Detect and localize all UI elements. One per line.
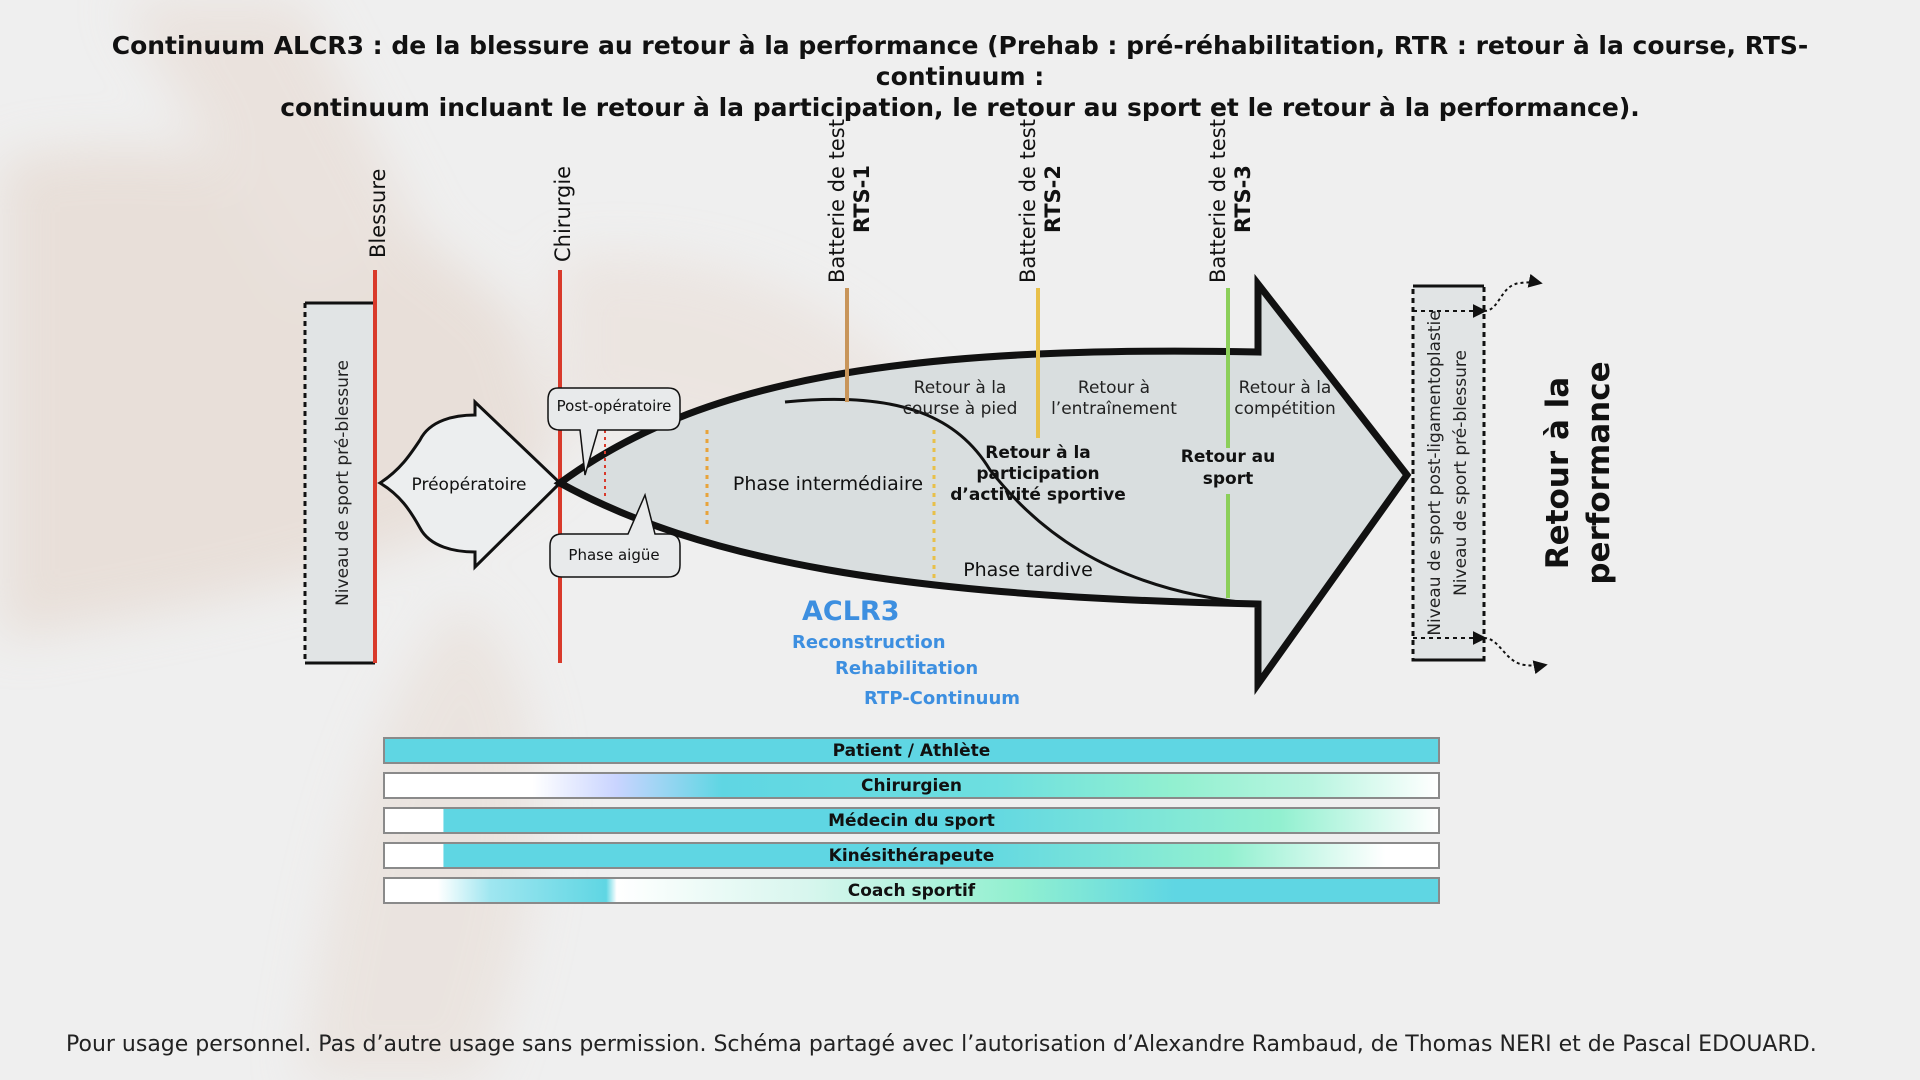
aclr3-block: ACLR3 Reconstruction Rehabilitation RTP-… bbox=[792, 596, 1020, 709]
title-line-2: continuum incluant le retour à la partic… bbox=[280, 93, 1640, 122]
preop-arrow: Préopératoire bbox=[377, 398, 563, 571]
return-competition-label: Retour à la compétition bbox=[1234, 378, 1336, 419]
injury-label: Blessure bbox=[366, 169, 390, 258]
svg-text:Retour à la: Retour à la bbox=[914, 378, 1007, 398]
right-pre-injury-level-label: Niveau de sport pré-blessure bbox=[1451, 350, 1471, 596]
svg-text:RTS-3: RTS-3 bbox=[1231, 165, 1255, 233]
intermediate-phase-label: Phase intermédiaire bbox=[733, 473, 923, 495]
upper-dotted-arrow bbox=[1483, 273, 1543, 312]
svg-text:course à pied: course à pied bbox=[903, 399, 1018, 419]
continuum-arrow bbox=[553, 273, 1412, 695]
return-training-label: Retour à l’entraînement bbox=[1051, 378, 1177, 419]
svg-text:Retour à: Retour à bbox=[1078, 378, 1150, 398]
acute-callout: Phase aigüe bbox=[549, 492, 681, 578]
role-bar-physio: Kinésithérapeute bbox=[383, 842, 1440, 869]
return-sport-label: Retour au sport bbox=[1181, 447, 1275, 489]
role-label-surgeon: Chirurgien bbox=[861, 776, 962, 796]
svg-text:Batterie de test: Batterie de test bbox=[1206, 119, 1230, 283]
return-performance-label: Retour à la performance bbox=[1540, 361, 1617, 584]
role-bar-sport-physician: Médecin du sport bbox=[383, 807, 1440, 834]
svg-text:participation: participation bbox=[976, 464, 1099, 484]
svg-text:performance: performance bbox=[1581, 361, 1617, 584]
title-line-1: Continuum ALCR3 : de la blessure au reto… bbox=[111, 31, 1809, 91]
phase-divider-curve bbox=[784, 397, 1259, 606]
return-participation-label: Retour à la participation d’activité spo… bbox=[950, 443, 1126, 505]
late-phase-label: Phase tardive bbox=[963, 559, 1093, 581]
role-bar-patient: Patient / Athlète bbox=[383, 737, 1440, 764]
aclr3-title: ACLR3 bbox=[802, 596, 900, 627]
post-ligamentoplasty-level-label: Niveau de sport post-ligamentoplastie bbox=[1425, 310, 1445, 635]
pre-injury-level-box: Niveau de sport pré-blessure bbox=[303, 301, 375, 665]
role-label-physio: Kinésithérapeute bbox=[828, 846, 995, 866]
rts3-label: Batterie de test RTS-3 bbox=[1206, 119, 1255, 283]
surgery-label: Chirurgie bbox=[551, 166, 575, 262]
postop-callout: Post-opératoire bbox=[547, 387, 681, 476]
rts2-label: Batterie de test RTS-2 bbox=[1016, 119, 1065, 283]
svg-text:sport: sport bbox=[1203, 469, 1253, 489]
aclr3-rtp-continuum: RTP-Continuum bbox=[864, 688, 1020, 709]
svg-text:Retour à la: Retour à la bbox=[1540, 377, 1576, 569]
svg-text:Retour à la: Retour à la bbox=[1239, 378, 1332, 398]
svg-text:l’entraînement: l’entraînement bbox=[1051, 399, 1177, 419]
page-title: Continuum ALCR3 : de la blessure au reto… bbox=[60, 30, 1860, 123]
svg-text:d’activité sportive: d’activité sportive bbox=[950, 485, 1126, 505]
post-surgery-level-box: Niveau de sport post-ligamentoplastie Ni… bbox=[1411, 273, 1548, 675]
aclr3-reconstruction: Reconstruction bbox=[792, 632, 946, 653]
svg-text:Retour à la: Retour à la bbox=[985, 443, 1091, 463]
footer-note: Pour usage personnel. Pas d’autre usage … bbox=[66, 1032, 1817, 1057]
return-running-label: Retour à la course à pied bbox=[903, 378, 1018, 419]
role-label-patient: Patient / Athlète bbox=[832, 741, 991, 761]
acute-label: Phase aigüe bbox=[568, 546, 659, 564]
preop-label: Préopératoire bbox=[412, 475, 527, 495]
postop-label: Post-opératoire bbox=[557, 397, 672, 415]
role-label-coach: Coach sportif bbox=[847, 881, 976, 901]
svg-text:Retour au: Retour au bbox=[1181, 447, 1275, 467]
svg-text:RTS-2: RTS-2 bbox=[1041, 165, 1065, 233]
svg-text:compétition: compétition bbox=[1234, 399, 1336, 419]
role-bar-surgeon: Chirurgien bbox=[383, 772, 1440, 799]
pre-injury-level-label: Niveau de sport pré-blessure bbox=[333, 360, 353, 606]
svg-text:Batterie de test: Batterie de test bbox=[1016, 119, 1040, 283]
role-label-sport-physician: Médecin du sport bbox=[828, 811, 995, 831]
lower-dotted-arrow bbox=[1483, 637, 1548, 675]
role-bar-coach: Coach sportif bbox=[383, 877, 1440, 904]
aclr3-rehabilitation: Rehabilitation bbox=[835, 658, 978, 679]
svg-text:Batterie de test: Batterie de test bbox=[825, 119, 849, 283]
svg-text:RTS-1: RTS-1 bbox=[850, 165, 874, 233]
rts1-label: Batterie de test RTS-1 bbox=[825, 119, 874, 283]
